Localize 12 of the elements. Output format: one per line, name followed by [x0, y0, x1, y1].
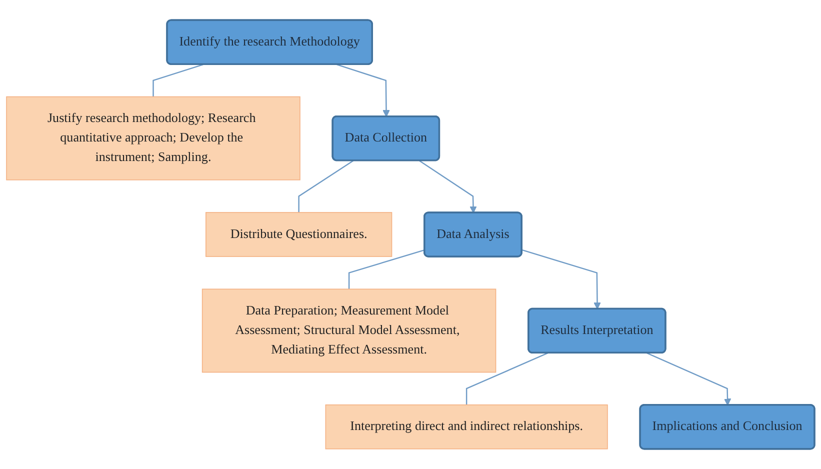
arrow [336, 64, 390, 118]
arrow [646, 352, 732, 406]
node-box: Distribute Questionnaires. [206, 212, 392, 257]
arrow [419, 160, 477, 214]
connector [466, 352, 548, 405]
connector [298, 160, 354, 212]
arrow [522, 249, 601, 310]
connector [152, 64, 204, 97]
node-box: Data Preparation; Measurement Model Assessment; Structural Model Assessment, Mediating Effect Assessment. [202, 288, 496, 373]
node-box: Interpreting direct and indirect relationships. [325, 404, 608, 450]
connector [348, 249, 425, 290]
node-box: Justify research methodology; Research quantitative approach; Develop the instrument; Sampling. [6, 96, 300, 180]
